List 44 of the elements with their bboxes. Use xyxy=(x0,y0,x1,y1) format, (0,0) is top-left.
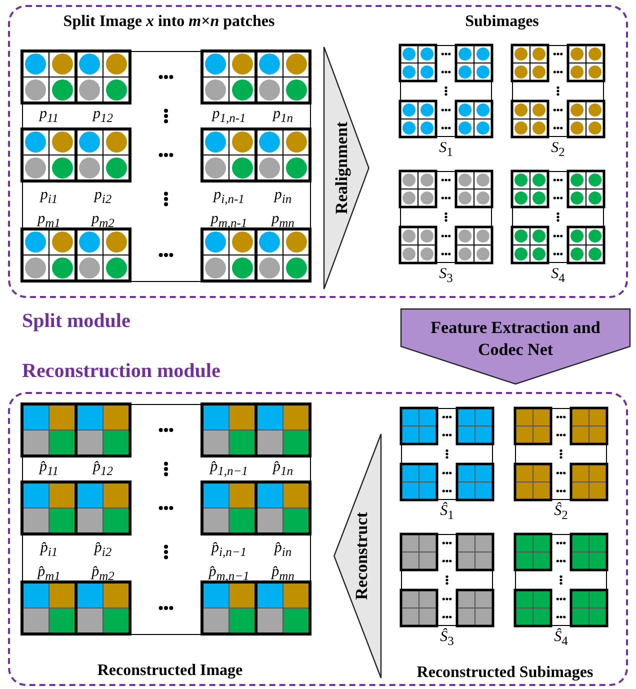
patch-label: p$_{m1}$ xyxy=(38,211,60,231)
subimage-label: S$_{2}$ xyxy=(551,140,565,160)
patch-label: p̂$_{i1}$ xyxy=(40,540,58,560)
patch-label: p̂$_{m1}$ xyxy=(38,564,60,584)
panel-heading: Reconstructed Image xyxy=(97,662,243,680)
subimage-label: S$_{4}$ xyxy=(551,266,565,286)
chevron-arrow xyxy=(323,46,370,290)
patch-label: p$_{11}$ xyxy=(39,106,59,126)
patch-label: p̂$_{11}$ xyxy=(39,459,59,479)
subimage-label: Ŝ$_{1}$ xyxy=(440,503,454,523)
subimage-label: Ŝ$_{2}$ xyxy=(554,503,568,523)
patch-label: p$_{m,n-1}$ xyxy=(210,211,248,231)
patch-label: p$_{1n}$ xyxy=(273,106,293,126)
edge-label: Feature Extraction and Codec Net xyxy=(430,317,602,361)
patch-label: p̂$_{m,n−1}$ xyxy=(208,564,250,584)
module-title: Reconstruction module xyxy=(22,360,220,383)
patch-label: p̂$_{12}$ xyxy=(93,459,113,479)
patch-label: p$_{i2}$ xyxy=(94,187,112,207)
patch-label: p$_{mn}$ xyxy=(272,211,294,231)
subimage-label: S$_{1}$ xyxy=(439,140,453,160)
patch-label: p̂$_{1,n−1}$ xyxy=(210,459,248,479)
patch-label: p$_{m2}$ xyxy=(92,211,114,231)
patch-label: p̂$_{i,n−1}$ xyxy=(211,540,247,560)
patch-label: p$_{i1}$ xyxy=(40,187,58,207)
panel-heading: Reconstructed Subimages xyxy=(416,664,594,682)
module-title: Split module xyxy=(22,310,130,333)
patch-label: p$_{1,n-1}$ xyxy=(212,106,246,126)
edge-label: Realignment xyxy=(332,122,352,214)
subimage-label: Ŝ$_{4}$ xyxy=(554,629,568,649)
subimage-label: Ŝ$_{3}$ xyxy=(440,629,454,649)
patch-label: p$_{in}$ xyxy=(274,187,292,207)
patch-label: p̂$_{m2}$ xyxy=(92,564,114,584)
patch-label: p̂$_{mn}$ xyxy=(272,564,294,584)
patch-label: p$_{i,n-1}$ xyxy=(214,187,244,207)
patch-label: p̂$_{in}$ xyxy=(274,540,292,560)
chevron-arrow xyxy=(400,308,631,385)
panel-heading: Subimages xyxy=(465,13,539,31)
subimage-label: S$_{3}$ xyxy=(439,266,453,286)
chevron-arrow xyxy=(333,433,382,679)
patch-label: p̂$_{i2}$ xyxy=(94,540,112,560)
edge-label: Reconstruct xyxy=(352,512,372,600)
patch-label: p̂$_{1n}$ xyxy=(273,459,293,479)
panel-heading: Split Image x into m×n patches xyxy=(63,13,275,31)
patch-label: p$_{12}$ xyxy=(93,106,113,126)
